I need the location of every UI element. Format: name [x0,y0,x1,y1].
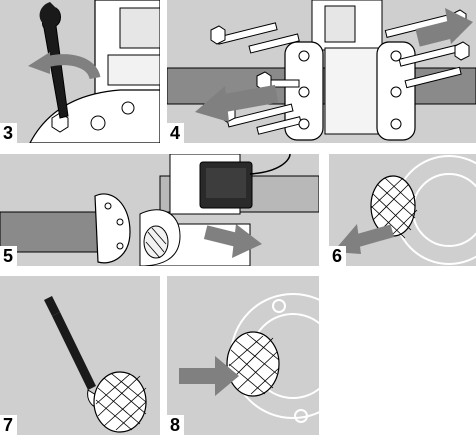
step-6-panel: 6 [329,154,476,266]
step-number: 7 [0,415,17,435]
step-7-panel: 7 [0,276,160,435]
step-4-panel: 4 [167,0,476,143]
flange-icon [95,194,130,263]
step-number: 8 [167,415,184,435]
step-number: 6 [329,246,346,266]
step-5-panel: 5 [0,154,319,266]
step-8-illustration [167,276,319,435]
step-3-illustration [0,0,160,143]
step-7-illustration [0,276,160,435]
step-4-illustration [167,0,476,143]
step-number: 3 [0,123,17,143]
step-number: 5 [0,246,17,266]
step-5-illustration [0,154,319,266]
step-number: 4 [167,123,184,143]
step-3-panel: 3 [0,0,160,143]
strainer-icon [227,332,279,396]
strainer-icon [94,372,146,432]
brush-icon [44,296,104,408]
step-8-panel: 8 [167,276,319,435]
step-6-illustration [329,154,476,266]
